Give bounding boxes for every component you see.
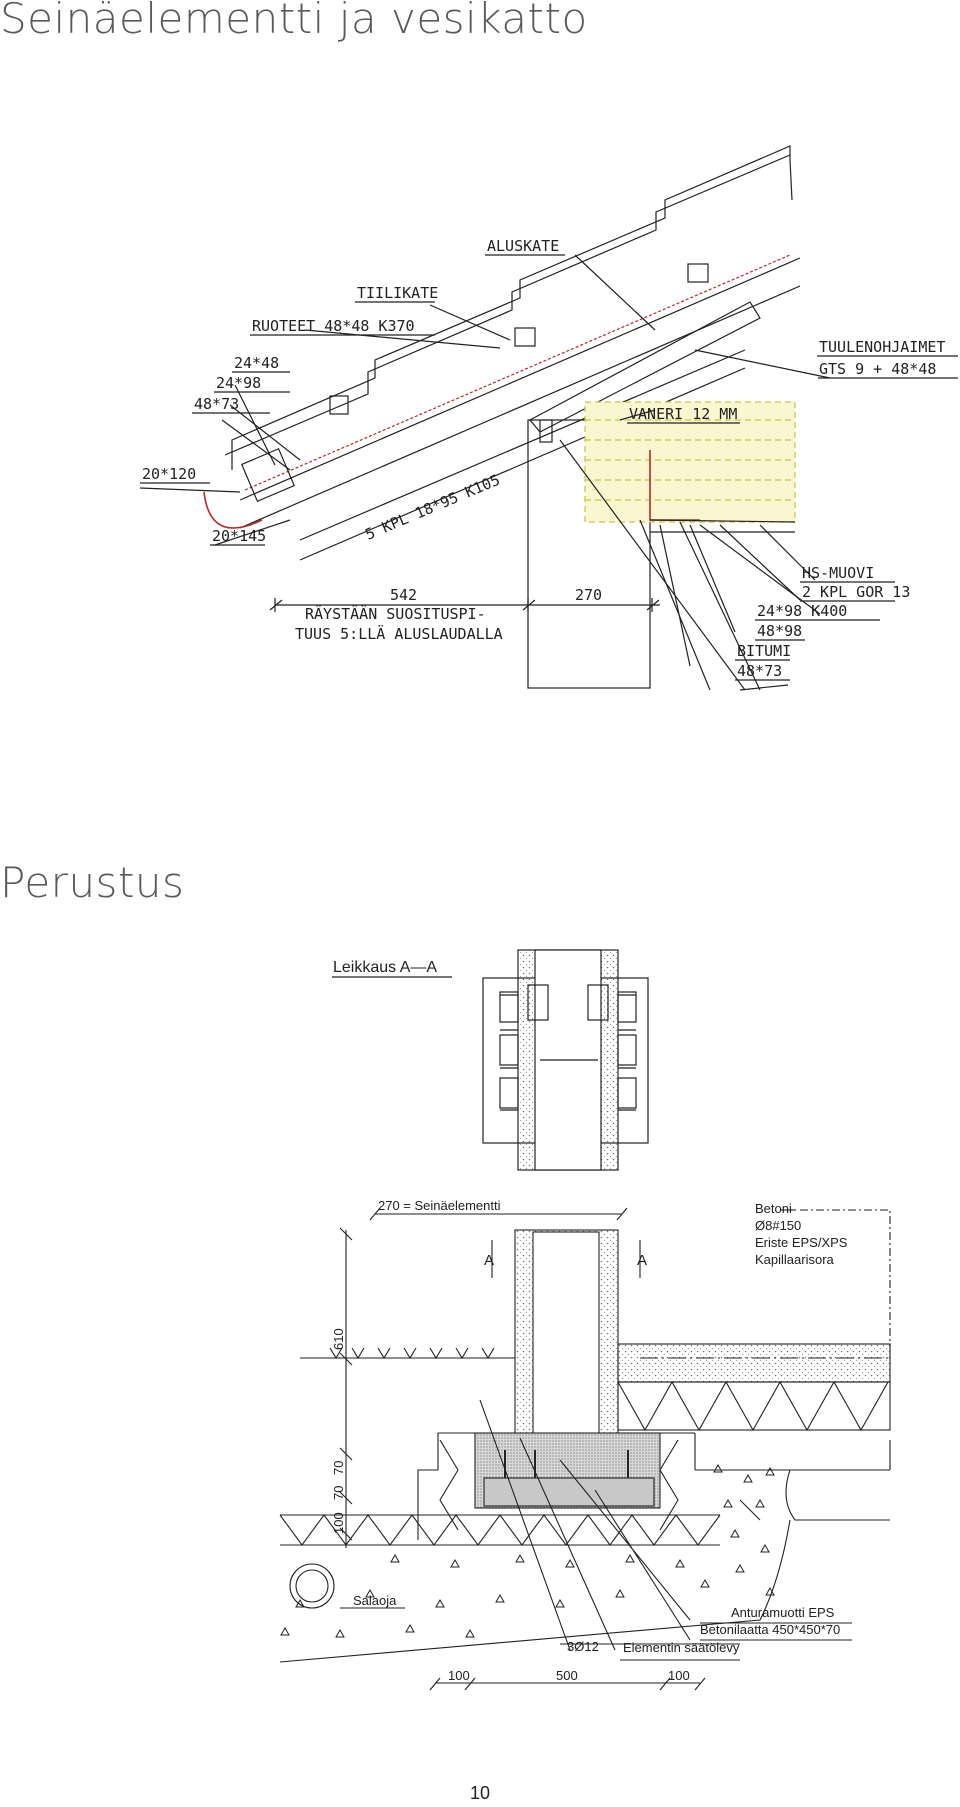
- floor-slab: [617, 1343, 891, 1383]
- dimension-500: 500: [556, 1668, 578, 1683]
- label-kapillaarisora: Kapillaarisora: [755, 1252, 835, 1267]
- label-elementin-saatolevy: Elementin säätölevy: [623, 1640, 740, 1655]
- label-5-kpl: 5 KPL 18*95 K105: [363, 471, 503, 544]
- section-mark-left: A: [484, 1252, 494, 1269]
- foundation-detail: [279, 1207, 891, 1691]
- label-aluskate: ALUSKATE: [487, 237, 559, 255]
- label-seinaelementti: 270 = Seinäelementti: [378, 1198, 501, 1213]
- roof-tiles: [231, 145, 793, 470]
- label-3o12: 3Ø12: [567, 1639, 599, 1654]
- membrane-line: [244, 254, 791, 491]
- dimension-100-right: 100: [668, 1668, 690, 1683]
- section-mark-right: A: [637, 1252, 647, 1269]
- label-ruoteet: RUOTEET 48*48 K370: [252, 317, 415, 335]
- label-24x98-k400: 24*98 K400: [757, 602, 847, 620]
- page-number: 10: [469, 1783, 491, 1803]
- drain-pipe: [289, 1563, 335, 1609]
- roof-labels: ALUSKATE TIILIKATE RUOTEET 48*48 K370 24…: [142, 237, 945, 680]
- label-betoni-rebar: Ø8#150: [755, 1218, 801, 1233]
- insulation-layer: [617, 1381, 891, 1431]
- dimension-542: 542: [390, 586, 417, 604]
- label-bitumi: BITUMI: [737, 642, 791, 660]
- dimension-70-b: 70: [331, 1486, 346, 1500]
- label-raystas-2: TUUS 5:LLÄ ALUSLAUDALLA: [295, 624, 503, 643]
- roof-detail: [139, 145, 958, 691]
- label-vaneri: VANERI 12 MM: [629, 405, 737, 423]
- rafter: [239, 257, 801, 501]
- dimension-270: 270: [575, 586, 602, 604]
- label-2-kpl-gor: 2 KPL GOR 13: [802, 583, 910, 601]
- label-betonilaatta: Betonilaatta 450*450*70: [700, 1622, 840, 1637]
- dimension-70-a: 70: [331, 1461, 346, 1475]
- label-tuulenohjaimet: TUULENOHJAIMET: [819, 338, 945, 356]
- plan-section: [332, 949, 649, 1171]
- label-betoni: Betoni: [755, 1201, 792, 1216]
- label-hs-muovi: HS-MUOVI: [802, 564, 874, 582]
- label-24x48: 24*48: [234, 354, 279, 372]
- label-eriste: Eriste EPS/XPS: [755, 1235, 848, 1250]
- dimension-100-left: 100: [448, 1668, 470, 1683]
- foundation-labels: 270 = Seinäelementti A A Betoni Ø8#150 E…: [331, 1198, 848, 1683]
- label-48x98: 48*98: [757, 622, 802, 640]
- insulation-area: [584, 401, 796, 523]
- gravel-markers: [280, 1463, 775, 1638]
- label-gts: GTS 9 + 48*48: [819, 360, 936, 378]
- label-anturamuotti: Anturamuotti EPS: [731, 1605, 835, 1620]
- label-raystas-1: RÄYSTÄÄN SUOSITUSPI-: [305, 604, 486, 623]
- label-48x73: 48*73: [194, 395, 239, 413]
- plan-title: Leikkaus A—A: [333, 959, 437, 976]
- label-24x98: 24*98: [216, 374, 261, 392]
- section-title-roof: Seinäelementti ja vesikatto: [0, 0, 588, 43]
- dimension-610: 610: [331, 1328, 346, 1350]
- dimension-100-v: 100: [331, 1512, 346, 1534]
- label-48x73-bottom: 48*73: [737, 662, 782, 680]
- label-20x145: 20*145: [212, 527, 266, 545]
- gutter: [203, 491, 263, 529]
- label-salaoja: Salaoja: [353, 1593, 397, 1608]
- section-title-foundation: Perustus: [0, 858, 185, 907]
- label-tiilikate: TIILIKATE: [357, 284, 438, 302]
- label-20x120: 20*120: [142, 465, 196, 483]
